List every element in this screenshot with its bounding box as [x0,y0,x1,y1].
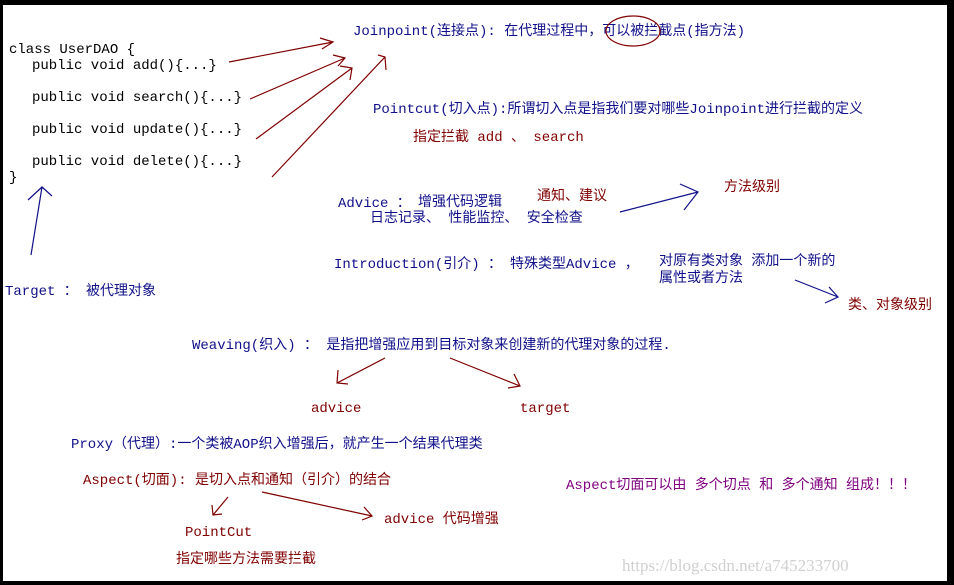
joinpoint-definition: Joinpoint(连接点): 在代理过程中，可以被拦截点(指方法) [353,24,746,40]
watermark: https://blog.csdn.net/a745233700 [622,556,849,575]
aspect-pointcut: PointCut [185,525,253,541]
arrow-method-level [619,183,699,213]
code-method-delete: public void delete(){...} [32,154,243,170]
arrow-class-level [794,279,839,304]
introduction-detail-2: 属性或者方法 [659,271,743,287]
introduction-detail-1: 对原有类对象 添加一个新的 [659,254,836,270]
weaving-target: target [520,401,571,417]
target-desc: 被代理对象 [86,284,156,300]
joinpoint-arrows [211,15,661,521]
advice-examples: 日志记录、 性能监控、 安全检查 [370,211,583,227]
code-method-add: public void add(){...} [32,58,217,74]
pointcut-note: 指定拦截 add 、 search [413,130,584,146]
introduction-label: Introduction(引介) ： [334,257,503,273]
aspect-advice: advice 代码增强 [384,512,499,528]
pointcut-definition: Pointcut(切入点):所谓切入点是指我们要对哪些Joinpoint进行拦截… [373,102,864,118]
arrow-aspect-advice [261,491,374,521]
arrow-update [255,65,353,140]
arrow-search [249,54,347,100]
aspect-definition: Aspect(切面): 是切入点和通知（引介）的结合 [83,473,392,489]
code-method-search: public void search(){...} [32,90,243,106]
code-class-line: class UserDAO { [9,42,136,58]
introduction-level: 类、对象级别 [848,298,932,314]
code-close-brace: } [9,170,18,186]
proxy-definition: Proxy（代理）:一个类被AOP织入增强后，就产生一个结果代理类 [71,437,483,453]
target-label: Target ： [5,284,78,300]
advice-note: 通知、建议 [537,189,607,205]
arrow-add [228,37,335,63]
advice-label: Advice ： [338,196,411,212]
arrow-aspect-pointcut [211,496,229,516]
highlight-ellipse [605,15,661,47]
arrow-weaving-advice [336,357,386,385]
introduction-desc: 特殊类型Advice ， [510,257,639,273]
weaving-definition: Weaving(织入) ： 是指把增强应用到目标对象来创建新的代理对象的过程. [192,338,671,354]
aspect-pointcut-note: 指定哪些方法需要拦截 [176,552,316,568]
arrow-weaving-target [449,357,521,389]
aspect-summary: Aspect切面可以由 多个切点 和 多个通知 组成！！！ [566,478,917,494]
advice-desc: 增强代码逻辑 [418,195,502,211]
blue-arrows [27,183,839,304]
advice-level: 方法级别 [724,180,780,196]
arrow-delete [271,54,387,178]
arrow-target [27,186,53,256]
code-method-update: public void update(){...} [32,122,243,138]
weaving-advice: advice [311,401,362,417]
